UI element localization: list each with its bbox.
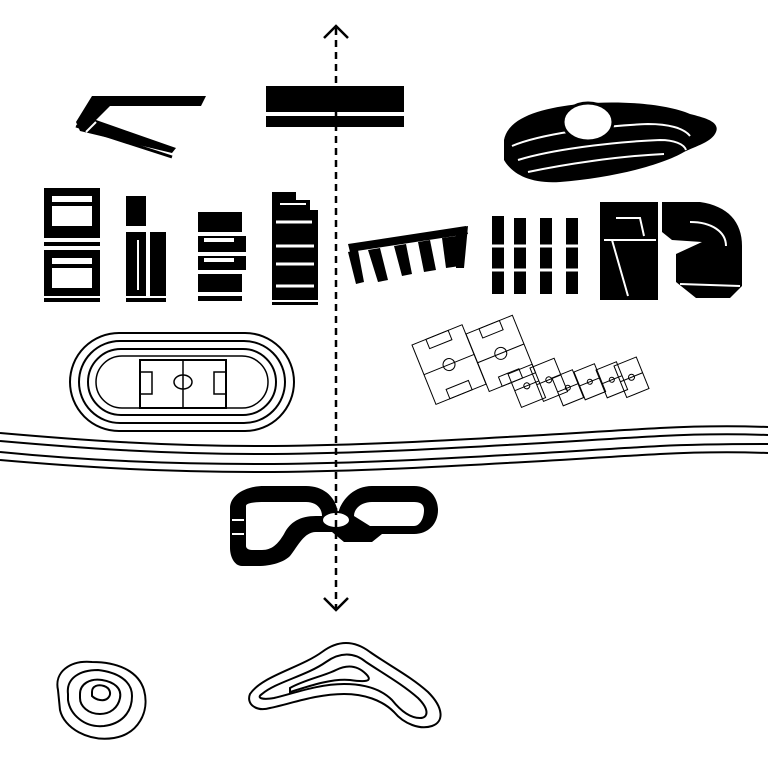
slab-grid [488,216,582,294]
double-headed-dashed-arrow-icon [323,24,349,612]
athletics-track [69,332,295,432]
contour-lake [248,642,442,729]
river-channel [0,425,768,474]
curved-wing-building [75,96,206,159]
training-pitches [411,314,650,409]
terraced-blocks [198,212,246,301]
courtyard-blocks [44,188,100,302]
looped-building [230,486,438,566]
stepped-slabs [272,192,318,305]
tower-cluster [126,196,166,302]
domed-stadium [504,101,717,183]
contour-hill [56,660,147,740]
rounded-hall-cluster [600,202,742,300]
tilted-bar-row [348,226,468,284]
